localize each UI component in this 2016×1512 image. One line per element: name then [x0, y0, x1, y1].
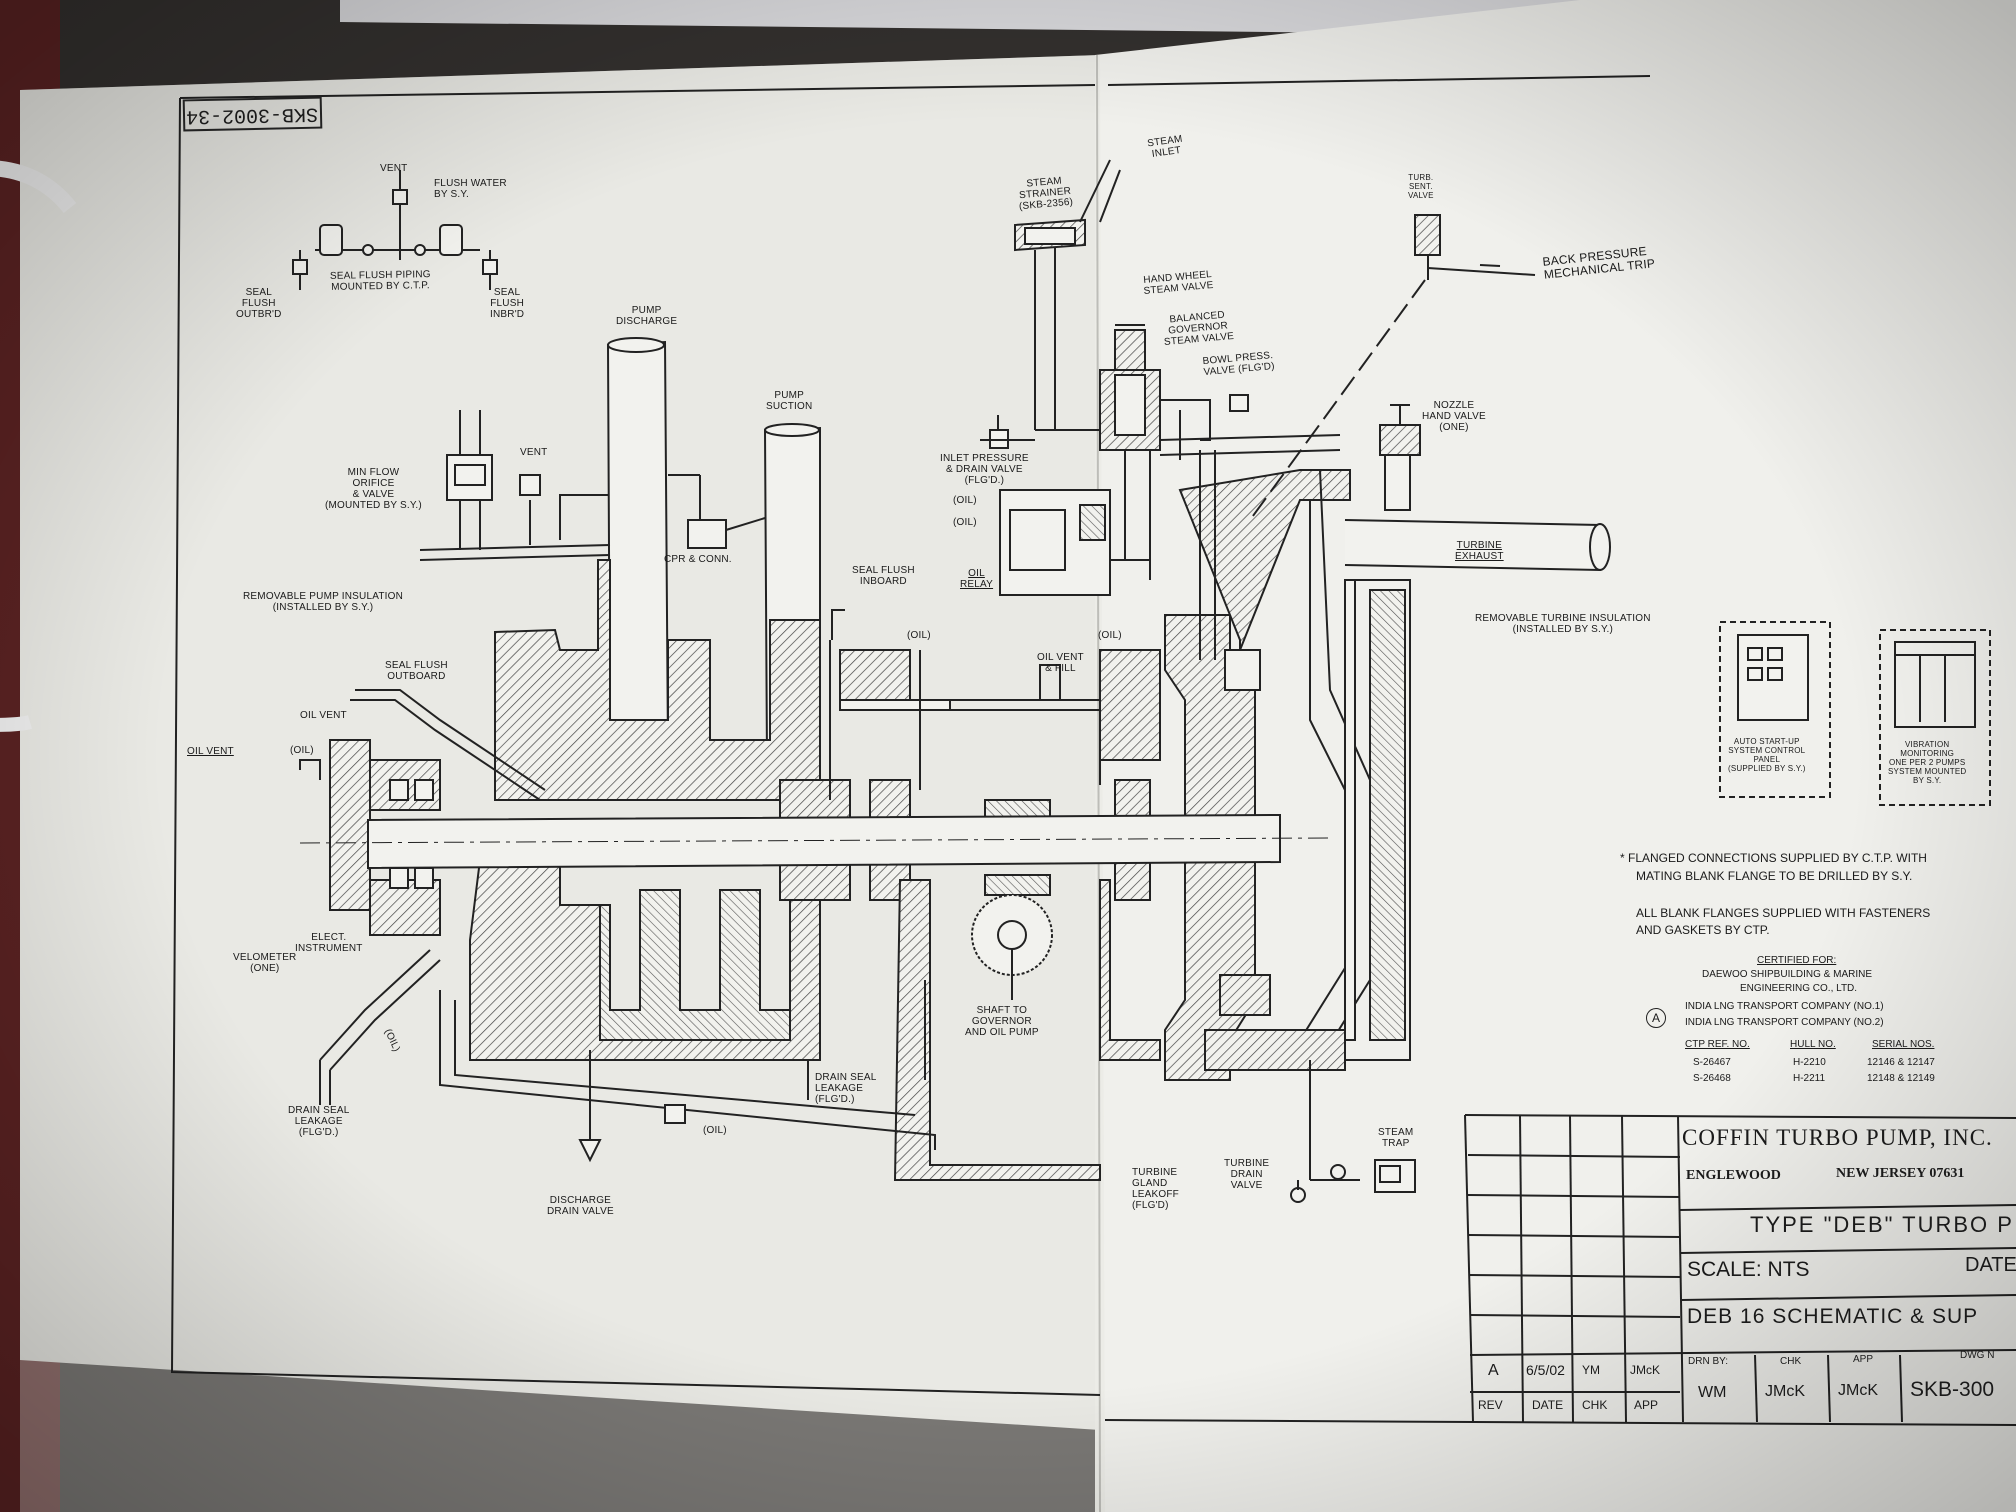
company-city: ENGLEWOOD [1686, 1168, 1781, 1183]
turbine-gland-leakoff-label: TURBINE GLAND LEAKOFF (FLG'D) [1132, 1167, 1179, 1211]
chk-by-value: JMcK [1765, 1383, 1805, 1400]
oil-label-3: (OIL) [1098, 630, 1122, 641]
note-blank-line-1: ALL BLANK FLANGES SUPPLIED WITH FASTENER… [1636, 906, 1931, 920]
min-flow-label: MIN FLOW ORIFICE & VALVE (MOUNTED BY S.Y… [325, 467, 422, 511]
nozzle-hand-valve-label: NOZZLE HAND VALVE (ONE) [1422, 400, 1486, 433]
oil-vent-left-label: OIL VENT [187, 746, 234, 757]
company-state: NEW JERSEY 07631 [1836, 1166, 1965, 1181]
pump-suction-label: PUMP SUCTION [766, 390, 813, 412]
daewoo-line-2: ENGINEERING CO., LTD. [1740, 983, 1858, 994]
company-name: COFFIN TURBO PUMP, INC. [1682, 1125, 1993, 1150]
seal-flush-inboard-label: SEAL FLUSH INBR'D [490, 287, 525, 320]
elect-instrument-label: ELECT. INSTRUMENT [295, 932, 363, 954]
oil-label-4: (OIL) [703, 1125, 727, 1136]
auto-startup-panel-label: AUTO START-UP SYSTEM CONTROL PANEL (SUPP… [1728, 737, 1806, 773]
seal-flush-piping-label: SEAL FLUSH PIPING MOUNTED BY C.T.P. [329, 269, 431, 293]
india-line-1: INDIA LNG TRANSPORT COMPANY (NO.1) [1685, 1001, 1884, 1012]
vibration-monitoring-label: VIBRATION MONITORING ONE PER 2 PUMPS SYS… [1888, 740, 1967, 785]
vent-label: VENT [380, 163, 408, 174]
vent-2-label: VENT [520, 447, 548, 458]
oil-vent-fill-label: OIL VENT & FILL [1037, 652, 1084, 674]
seal-flush-outboard-label-2: SEAL FLUSH OUTBOARD [385, 660, 448, 682]
ref-row-2-serial: 12148 & 12149 [1867, 1073, 1935, 1084]
removable-pump-insulation-label: REMOVABLE PUMP INSULATION (INSTALLED BY … [243, 591, 404, 613]
app-by-value: JMcK [1838, 1382, 1878, 1399]
cpr-conn-label: CPR & CONN. [664, 554, 732, 565]
oil-vent-upper-label: OIL VENT [300, 710, 347, 721]
chk-header: CHK [1582, 1398, 1608, 1412]
note-flanged-line-2: MATING BLANK FLANGE TO BE DRILLED BY S.Y… [1636, 869, 1913, 883]
ref-header-ctp: CTP REF. No. [1685, 1039, 1750, 1050]
oil-label-2: (OIL) [907, 630, 931, 641]
turb-sent-valve-label: TURB. SENT. VALVE [1408, 173, 1434, 200]
seal-flush-outboard-label: SEAL FLUSH OUTBR'D [236, 287, 282, 320]
velometer-label: VELOMETER (ONE) [233, 952, 297, 974]
daewoo-line-1: DAEWOO SHIPBUILDING & MARINE [1702, 969, 1873, 980]
turbine-exhaust-label: TURBINE EXHAUST [1455, 540, 1504, 562]
rev-header: REV [1478, 1398, 1503, 1412]
drawing-number-value: SKB-300 [1910, 1378, 1995, 1401]
steam-strainer-label: STEAM STRAINER (SKB-2356) [1018, 175, 1074, 213]
oil-relay-label: OIL RELAY [960, 568, 994, 590]
chk-label: CHK [1780, 1356, 1802, 1367]
note-blank-line-2: AND GASKETS BY CTP. [1636, 923, 1770, 937]
rev-app-value: JMcK [1630, 1363, 1660, 1377]
india-line-2: INDIA LNG TRANSPORT COMPANY (NO.2) [1685, 1017, 1884, 1028]
oil-label-6: (OIL) [953, 517, 977, 528]
inlet-pressure-label: INLET PRESSURE & DRAIN VALVE (FLG'D.) [940, 453, 1029, 486]
ref-row-1-ctp: S-26467 [1693, 1057, 1731, 1068]
ref-row-2-hull: H-2211 [1793, 1073, 1826, 1084]
rev-value: A [1488, 1362, 1499, 1379]
dwg-label: DWG N [1960, 1350, 1995, 1361]
pump-discharge-label: PUMP DISCHARGE [616, 305, 678, 327]
ref-header-serial: SERIAL Nos. [1872, 1039, 1935, 1050]
removable-turbine-insulation-label: REMOVABLE TURBINE INSULATION (INSTALLED … [1475, 613, 1651, 635]
flush-water-label: FLUSH WATER BY S.Y. [434, 178, 507, 200]
steam-trap-label: STEAM TRAP [1378, 1127, 1414, 1149]
rev-chk-value: YM [1582, 1363, 1600, 1377]
ref-row-1-hull: H-2210 [1793, 1057, 1826, 1068]
drawing-number-stamp: SKB-3002-34 [182, 96, 323, 132]
turbine-drain-valve-label: TURBINE DRAIN VALVE [1224, 1158, 1270, 1191]
app-header: APP [1634, 1398, 1659, 1412]
seal-flush-inboard-label-2: SEAL FLUSH INBOARD [852, 565, 915, 587]
scale-label: SCALE: NTS [1687, 1258, 1810, 1281]
date-header: DATE [1532, 1398, 1564, 1412]
revision-circle-marker: A [1646, 1008, 1666, 1028]
shaft-to-governor-label: SHAFT TO GOVERNOR AND OIL PUMP [965, 1005, 1039, 1038]
drn-by-value: WM [1698, 1384, 1727, 1401]
ref-header-hull: HULL No. [1790, 1039, 1836, 1050]
drain-seal-leakage-mid-label: DRAIN SEAL LEAKAGE (FLG'D.) [815, 1072, 877, 1105]
drn-by-label: DRN BY: [1688, 1356, 1729, 1367]
oil-label-5: (OIL) [953, 495, 977, 506]
drain-seal-leakage-left-label: DRAIN SEAL LEAKAGE (FLG'D.) [288, 1105, 350, 1138]
drawing-title: DEB 16 SCHEMATIC & SUP [1687, 1305, 1979, 1328]
app-label: APP [1853, 1354, 1874, 1365]
rev-date-value: 6/5/02 [1526, 1362, 1565, 1378]
discharge-drain-valve-label: DISCHARGE DRAIN VALVE [547, 1195, 614, 1217]
type-line: TYPE "DEB" TURBO P [1750, 1212, 2014, 1237]
date-label: DATE [1965, 1254, 2016, 1276]
ref-row-1-serial: 12146 & 12147 [1867, 1057, 1935, 1068]
balanced-governor-steam-valve-label: BALANCED GOVERNOR STEAM VALVE [1163, 309, 1235, 348]
certified-for-label: CERTIFIED FOR: [1757, 955, 1837, 966]
oil-label-1: (OIL) [290, 745, 314, 756]
note-flanged-line-1: * FLANGED CONNECTIONS SUPPLIED BY C.T.P.… [1620, 851, 1927, 865]
ref-row-2-ctp: S-26468 [1693, 1073, 1731, 1084]
